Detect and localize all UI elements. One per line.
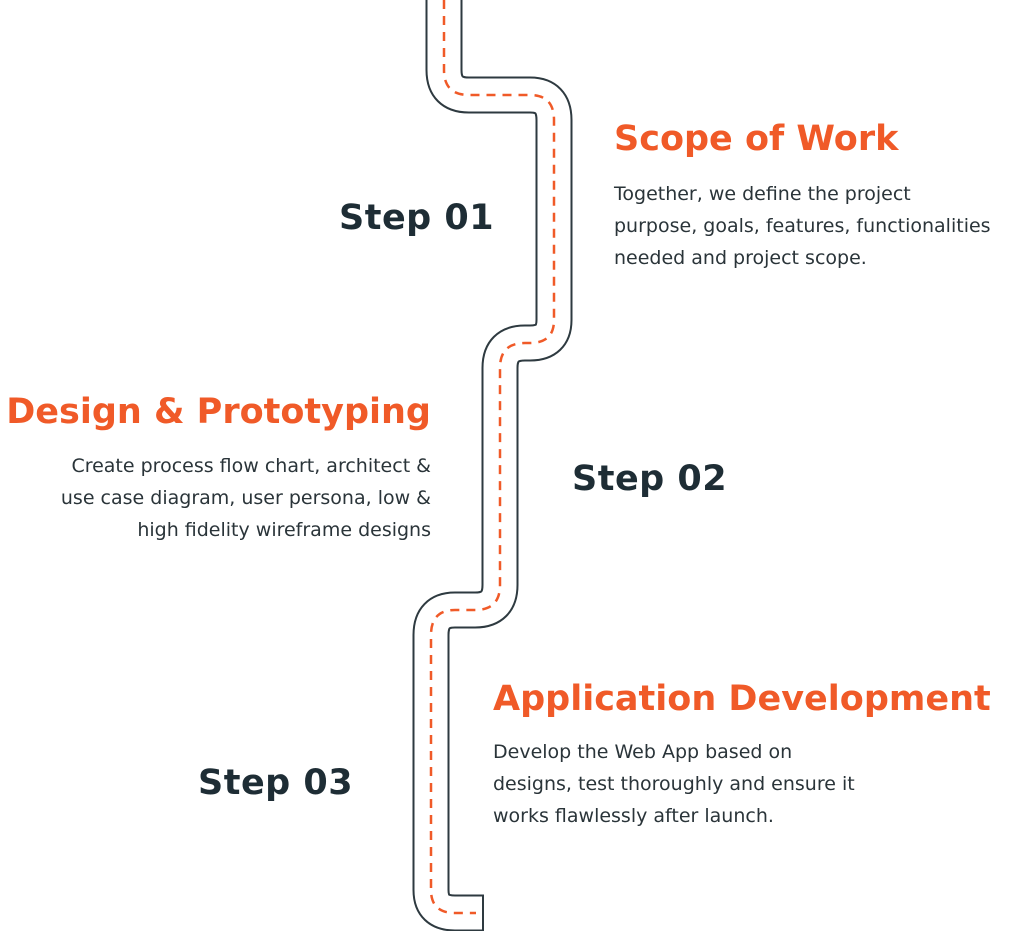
step-03-label: Step 03 [198,763,354,803]
step-02-title: Design & Prototyping [6,392,431,432]
desc-line: use case diagram, user persona, low & [60,487,431,509]
desc-line: needed and project scope. [614,247,867,269]
step-03-description: Develop the Web App based on designs, te… [493,736,855,832]
desc-line: designs, test thoroughly and ensure it [493,773,855,795]
step-02-label: Step 02 [572,459,728,499]
desc-line: works flawlessly after launch. [493,805,774,827]
road-fill [414,0,571,930]
step-01-title: Scope of Work [614,119,899,159]
desc-line: high fidelity wireframe designs [137,519,431,541]
desc-line: purpose, goals, features, functionalitie… [614,215,991,237]
desc-line: Create process flow chart, architect & [71,455,431,477]
step-01-description: Together, we define the project purpose,… [614,178,991,274]
step-01-label: Step 01 [339,198,495,238]
step-03-title: Application Development [493,679,991,719]
desc-line: Together, we define the project [614,183,911,205]
desc-line: Develop the Web App based on [493,741,793,763]
step-02-description: Create process flow chart, architect & u… [61,450,431,546]
